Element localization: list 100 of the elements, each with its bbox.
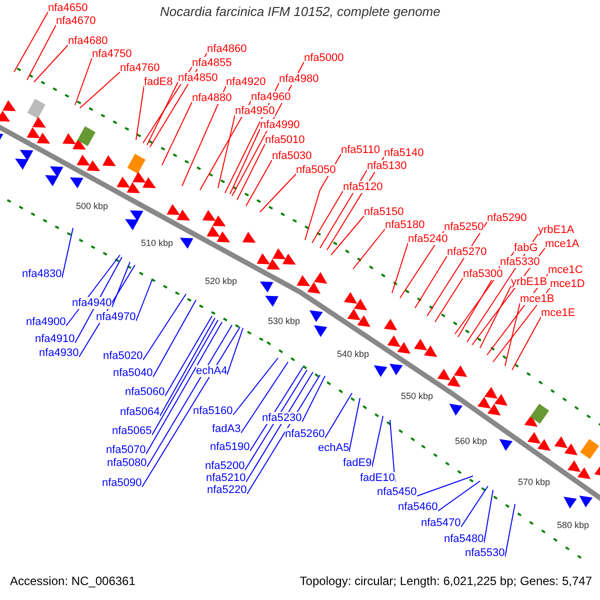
gene-label: nfa4855 <box>192 57 232 69</box>
gene-label: nfa5480 <box>444 533 484 545</box>
gene-label: nfa5530 <box>465 547 505 559</box>
gene-label: nfa4940 <box>72 297 112 309</box>
leader-line <box>226 328 244 376</box>
gene-label: nfa4880 <box>192 92 232 104</box>
gene-label: mce1E <box>541 307 576 319</box>
leader-line <box>218 114 236 188</box>
footer-text: Accession: NC_006361 <box>10 575 136 587</box>
gene-label: nfa4750 <box>92 48 132 60</box>
leader-line <box>302 376 326 422</box>
leader-line <box>512 316 542 370</box>
leader-line <box>460 486 488 528</box>
leader-line <box>250 366 304 452</box>
gene-label: nfa5270 <box>447 246 487 258</box>
leader-line <box>34 44 68 82</box>
gene-label: nfa4850 <box>178 72 218 84</box>
leader-line <box>146 322 222 454</box>
leader-line <box>236 144 266 200</box>
leader-line <box>246 372 314 482</box>
gene-label: fadE8 <box>144 76 173 88</box>
gene-label: nfa4860 <box>207 43 247 55</box>
gene-label: nfa5190 <box>210 441 250 453</box>
scale-label: 550 kbp <box>401 390 434 402</box>
gene-label: nfa4960 <box>251 91 291 103</box>
gene-label: nfa5450 <box>377 486 417 498</box>
leader-line <box>152 300 196 378</box>
gene-label: mce1D <box>550 278 585 290</box>
gene-label: nfa5010 <box>265 134 305 146</box>
leader-line <box>26 24 56 80</box>
leader-line <box>244 370 308 470</box>
gene-label: fadE10 <box>360 472 395 484</box>
gene-label: mce1B <box>520 293 554 305</box>
gene-label: nfa5050 <box>296 164 336 176</box>
leader-line <box>372 416 384 468</box>
gene-label: echA5 <box>318 442 350 454</box>
gene-label: nfa5030 <box>272 150 312 162</box>
leader-line <box>74 256 122 344</box>
gene-label: nfa5250 <box>444 221 484 233</box>
gene-label: nfa5120 <box>343 181 383 193</box>
leader-line <box>352 228 386 270</box>
leader-line <box>260 174 296 212</box>
gene-label: nfa5090 <box>102 477 142 489</box>
leader-line <box>136 86 144 140</box>
gene-label: nfa5160 <box>193 405 233 417</box>
gene-label: nfa5060 <box>125 386 165 398</box>
gene-label: nfa4970 <box>96 311 136 323</box>
gene-label: mce1C <box>548 264 583 276</box>
gene-label: nfa4900 <box>26 316 66 328</box>
scale-label: 560 kbp <box>455 435 488 447</box>
scale-label: 530 kbp <box>268 315 300 327</box>
leader-line <box>504 504 516 558</box>
scale-label: 540 kbp <box>337 348 370 360</box>
gene-label: nfa4950 <box>235 105 275 117</box>
leader-line <box>240 362 288 434</box>
leader-line <box>480 286 512 348</box>
gene-label: fadA3 <box>212 423 241 435</box>
gene-label: nfa5260 <box>285 428 325 440</box>
leader-line <box>330 216 364 256</box>
gene-label: fadE9 <box>343 457 372 469</box>
gene-label: nfa4680 <box>68 35 108 47</box>
gene-label: nfa5180 <box>385 219 425 231</box>
leader-line <box>312 190 344 244</box>
leader-line <box>146 324 232 468</box>
gene-label: echA4 <box>196 365 228 377</box>
title: Nocardia farcinica IFM 10152, complete genome <box>160 6 440 18</box>
gene-label: nfa4910 <box>35 333 75 345</box>
gene-label: nfa5140 <box>384 147 424 159</box>
gene-label: nfa5070 <box>106 444 146 456</box>
gene-label: fabG <box>514 242 538 254</box>
leader-line <box>504 302 520 366</box>
leader-line <box>414 256 448 308</box>
gene-label: nfa4760 <box>120 62 160 74</box>
gene-label: nfa5470 <box>421 517 461 529</box>
leader-line <box>160 318 216 416</box>
gene-label: nfa5220 <box>207 484 247 496</box>
gene-label: nfa4990 <box>260 119 300 131</box>
gene-label: nfa5210 <box>206 472 246 484</box>
leader-line <box>62 228 74 278</box>
scale-label: 570 kbp <box>518 476 550 488</box>
gene-label: nfa5110 <box>341 144 380 156</box>
leader-line <box>162 102 192 166</box>
gene-label: nfa5065 <box>112 425 152 437</box>
gene-label: nfa5080 <box>107 457 147 469</box>
leader-line <box>74 58 92 106</box>
leader-line <box>152 320 218 436</box>
gene-label: nfa5020 <box>103 350 143 362</box>
gene-label: nfa5064 <box>120 406 160 418</box>
leader-line <box>246 160 272 206</box>
gene-label: nfa5290 <box>487 212 527 224</box>
gene-label: nfa4830 <box>22 268 62 280</box>
leader-line <box>438 480 480 512</box>
leader-line <box>136 280 152 322</box>
leader-line <box>416 476 474 496</box>
scale-label: 580 kbp <box>557 519 590 531</box>
gene-label: nfa5040 <box>113 367 153 379</box>
gene-label: nfa4670 <box>56 15 96 27</box>
gene-label: yrbE1B <box>511 276 548 288</box>
leader-line <box>230 128 260 194</box>
gene-label: nfa5300 <box>463 268 503 280</box>
